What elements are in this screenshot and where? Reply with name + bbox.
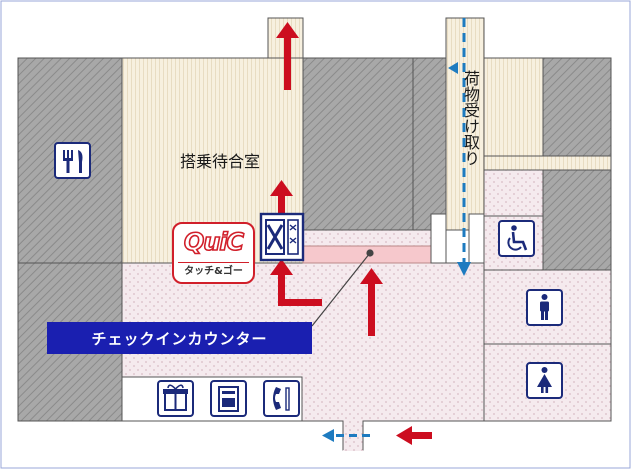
baggage-claim-area (483, 57, 544, 157)
checkin-pointer-line (311, 252, 371, 327)
arrow-up-center-head (360, 268, 383, 284)
door-frame-right (468, 213, 485, 264)
baggage-claim-label: 荷物受け取り (461, 70, 480, 166)
arrow-left-entrance-head (396, 426, 412, 445)
route-arrows-red (270, 22, 432, 445)
checkin-pointer-dot (366, 249, 374, 257)
quick-touch-and-go-logo: QuiC タッチ&ゴー (172, 222, 255, 284)
quick-logo-main: QuiC (183, 227, 245, 257)
waiting-room-label: 搭乗待合室 (179, 152, 260, 171)
arrow-up-corridor-shaft (284, 34, 291, 90)
arrow-left-entrance-shaft (410, 432, 432, 439)
telephone-icon (263, 380, 300, 417)
arrow-down-baggage-head (457, 262, 471, 276)
wall-right-upper (542, 57, 612, 157)
fork-knife-icon (54, 142, 91, 179)
security-gate-icon (259, 212, 305, 262)
woman-icon (526, 362, 563, 399)
arrow-up-center-shaft (368, 280, 375, 336)
gift-box-icon (157, 380, 194, 417)
door-frame-left (430, 213, 447, 264)
arrow-up-waiting-head (270, 180, 293, 196)
wall-center-narrow (412, 57, 447, 231)
locker-icon (210, 380, 247, 417)
arrow-up-corridor-head (276, 22, 299, 38)
arrow-l-vertical (278, 270, 285, 306)
quick-logo-sub: タッチ&ゴー (178, 262, 249, 280)
wheelchair-icon (498, 220, 535, 257)
man-icon (526, 289, 563, 326)
arrow-up-waiting-shaft (278, 192, 285, 226)
arrow-left-exit-head (322, 429, 334, 442)
wall-right-middle (542, 169, 612, 271)
wall-center (302, 57, 414, 231)
arrow-l-head (270, 259, 293, 275)
checkin-counter-label: チェックインカウンター (47, 322, 312, 354)
route-arrows-blue (322, 18, 471, 442)
arrow-left-baggage-head (448, 62, 458, 74)
arrow-l-horizontal (278, 299, 322, 306)
baggage-claim-passage (483, 155, 612, 171)
